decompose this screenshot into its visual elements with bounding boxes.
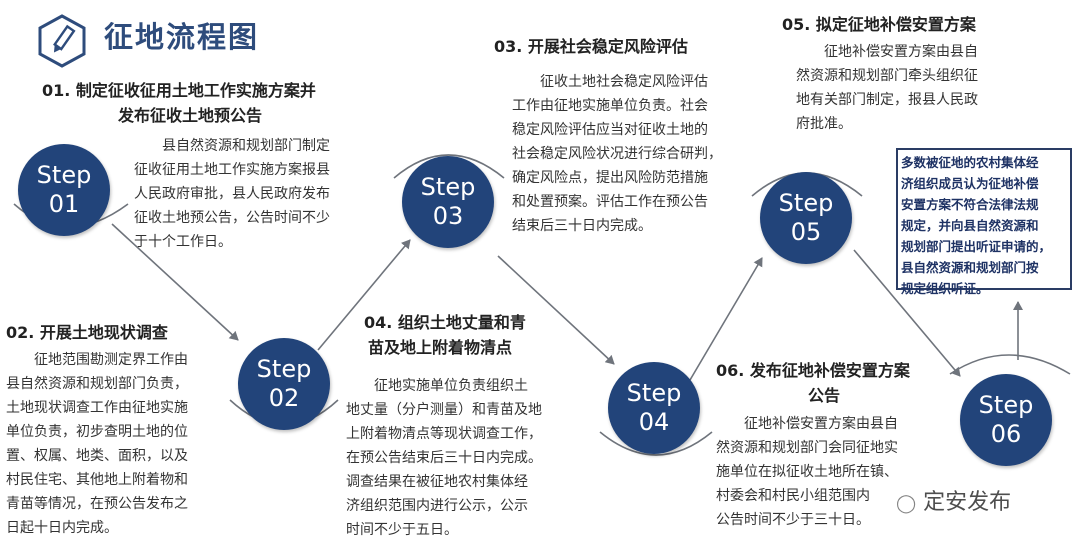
arc-step-06	[949, 354, 1071, 375]
page-title: 征地流程图	[104, 20, 260, 54]
step-03-heading: 03. 开展社会稳定风险评估	[494, 37, 688, 56]
arc-step-03	[393, 154, 505, 179]
step-04-description: 征地实施单位负责组织土 地丈量（分户测量）和青苗及地 上附着物清点等现状调查工作…	[346, 378, 542, 538]
arrow-04-05	[689, 257, 763, 381]
pen-hexagon-icon	[38, 14, 86, 68]
step-03-description: 征收土地社会稳定风险评估 工作由征地实施单位负责。社会 稳定风险评估应当对征收土…	[512, 74, 722, 234]
step-05-description: 征地补偿安置方案由县自 然资源和规划部门牵头组织征 地有关部门制定，报县人民政 …	[796, 44, 978, 132]
arrow-03-04	[497, 255, 615, 365]
step-01-heading: 01. 制定征收征用土地工作实施方案并 发布征收土地预公告	[42, 81, 316, 125]
step-01-description: 县自然资源和规划部门制定 征收征用土地工作实施方案报县 人民政府审批，县人民政府…	[134, 138, 330, 250]
arrow-02-03	[317, 239, 411, 351]
wechat-icon: ◯	[896, 493, 917, 514]
arrow-05-06	[853, 249, 961, 377]
step-02-heading: 02. 开展土地现状调查	[6, 323, 168, 342]
arrow-01-02	[111, 223, 239, 341]
watermark: ◯ 定安发布	[896, 490, 1012, 515]
step-06-description: 征地补偿安置方案由县自 然资源和规划部门会同征地实 施单位在拟征收土地所在镇、 …	[716, 416, 898, 528]
step-02-description: 征地范围勘测定界工作由 县自然资源和规划部门负责， 土地现状调查工作由征地实施 …	[6, 352, 188, 536]
step-05-heading: 05. 拟定征地补偿安置方案	[782, 15, 976, 34]
step-04-heading: 04. 组织土地丈量和青 苗及地上附着物清点	[364, 313, 526, 357]
step-06-heading: 06. 发布征地补偿安置方案 公告	[716, 361, 910, 405]
hearing-note-box: 多数被征地的农村集体经 济组织成员认为征地补偿 安置方案不符合法律法规 规定，并…	[896, 148, 1072, 296]
arc-step-04	[599, 431, 713, 456]
